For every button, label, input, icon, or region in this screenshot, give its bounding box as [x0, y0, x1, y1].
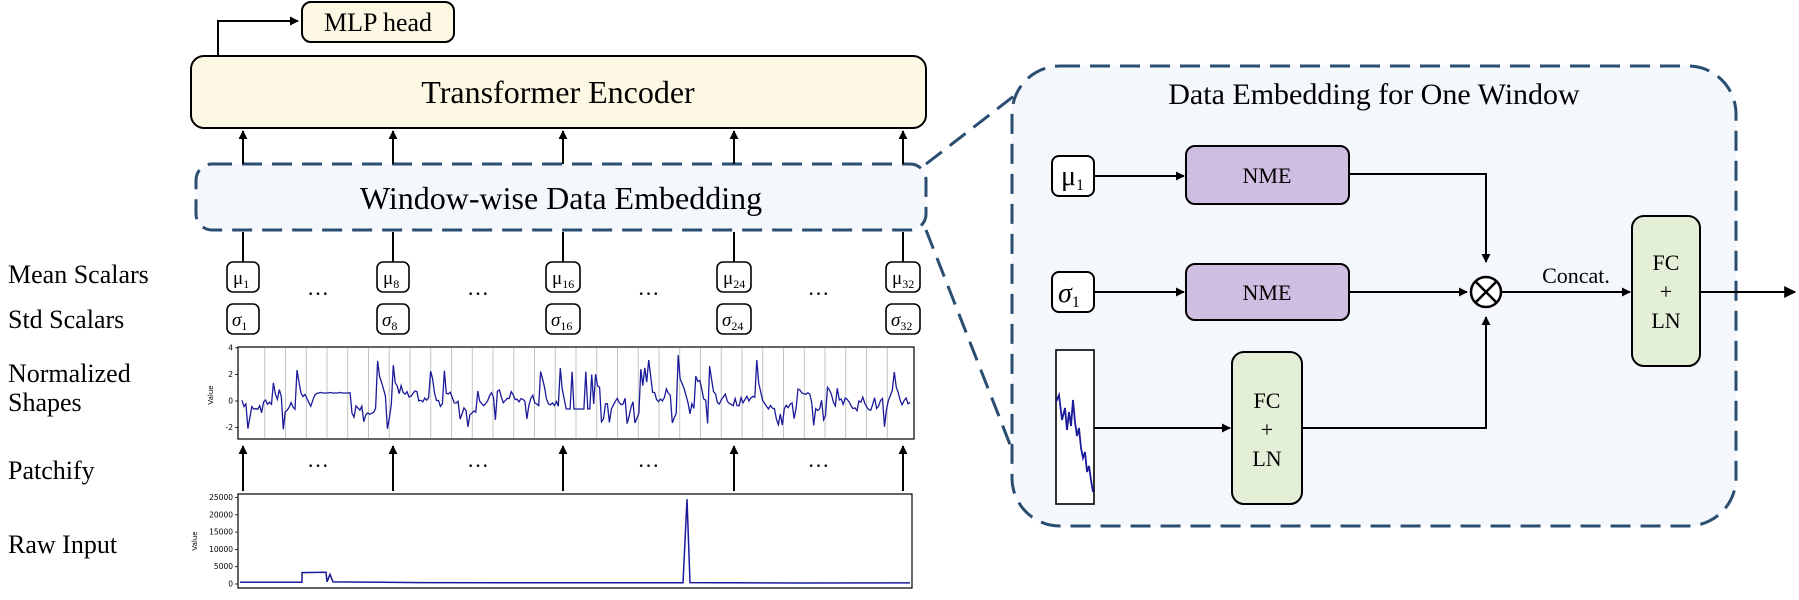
raw-ytick-label: 10000: [209, 545, 233, 554]
fc-ln-shape-plus: +: [1261, 417, 1273, 442]
mean-scalar-box: [885, 261, 921, 293]
fc-ln-final-ln: LN: [1651, 308, 1680, 333]
ellipsis: ···: [467, 453, 489, 478]
shapes-ytick-label: -2: [226, 423, 234, 432]
std-scalar-symbol: σ1: [232, 310, 247, 333]
normalized-shapes-label-2: Shapes: [8, 388, 82, 417]
concat-label: Concat.: [1542, 263, 1610, 288]
std-scalar-symbol: σ24: [722, 310, 743, 333]
window-embedding-label: Window-wise Data Embedding: [360, 180, 762, 216]
mean-scalar-symbol: μ32: [892, 268, 914, 291]
ellipsis: ···: [808, 453, 830, 478]
raw-input-label: Raw Input: [8, 530, 118, 559]
mean-scalar-box: [226, 261, 260, 293]
nme-mean-to-otimes-arrow: [1349, 173, 1491, 263]
mean-scalar-symbol: μ16: [552, 268, 574, 291]
window-embedding-box: [194, 162, 928, 232]
transformer-encoder-box: [190, 55, 927, 129]
concat-operator-icon: [1469, 275, 1503, 309]
raw-ytick-label: 15000: [209, 528, 233, 537]
nme-label-std: NME: [1243, 280, 1292, 305]
raw-ytick-label: 25000: [209, 493, 233, 502]
one-window-title: Data Embedding for One Window: [1168, 78, 1580, 111]
mean-scalar-box: [716, 261, 752, 293]
raw-plot-frame: [237, 493, 913, 589]
normalized-shapes-series: [241, 354, 911, 430]
token-columns: μ1 σ1 μ8 σ8 μ16 σ16 μ24 σ24 μ32 σ32 ··· ··· ··· ··· ··…: [226, 130, 921, 491]
ellipsis: ···: [307, 281, 329, 306]
raw-ytick-label: 0: [228, 580, 233, 589]
fc-ln-final-fc: FC: [1653, 250, 1680, 275]
shapes-window-dividers: [264, 348, 888, 438]
mean-scalar-symbol: μ24: [723, 268, 745, 291]
ellipsis: ···: [307, 453, 329, 478]
std-scalar-box: [885, 303, 921, 335]
shapes-ytick-label: 2: [228, 370, 233, 379]
mean-scalar-symbol: μ8: [383, 268, 399, 291]
normalized-shapes-label-1: Normalized: [8, 359, 131, 388]
fc-ln-shape-ln: LN: [1252, 446, 1281, 471]
mlp-head-label: MLP head: [324, 8, 432, 37]
patchify-label: Patchify: [8, 456, 95, 485]
raw-ytick-label: 5000: [214, 562, 233, 571]
mu1-symbol: μ1: [1061, 161, 1084, 194]
zoom-line-bottom: [924, 229, 1022, 471]
ellipsis: ···: [638, 453, 660, 478]
std-scalar-box: [545, 303, 581, 335]
normalized-shapes-plot: 4 2 0 -2 Value: [207, 343, 915, 440]
fc-ln-final-plus: +: [1660, 279, 1672, 304]
raw-input-series: [239, 499, 911, 584]
shapes-ytick-label: 4: [228, 343, 233, 352]
ellipsis: ···: [467, 281, 489, 306]
raw-ylabel: Value: [191, 531, 199, 550]
std-scalar-symbol: σ32: [891, 310, 912, 333]
std-scalar-symbol: σ8: [382, 310, 397, 333]
mean-scalars-label: Mean Scalars: [8, 260, 149, 289]
mean-scalar-box: [376, 261, 410, 293]
std-scalar-box: [226, 303, 260, 335]
mean-scalar-symbol: μ1: [233, 268, 249, 291]
transformer-encoder-label: Transformer Encoder: [421, 74, 695, 110]
raw-y-ticks: 25000 20000 15000 10000 5000 0: [209, 493, 238, 589]
one-window-panel: [1010, 64, 1738, 528]
std-scalar-symbol: σ16: [551, 310, 572, 333]
shapes-ylabel: Value: [207, 385, 215, 404]
fc-to-otimes-arrow: [1302, 316, 1491, 429]
std-scalar-box: [716, 303, 752, 335]
raw-input-plot: 25000 20000 15000 10000 5000 0 Value: [191, 493, 913, 589]
std-scalars-label: Std Scalars: [8, 305, 124, 334]
shapes-y-ticks: 4 2 0 -2: [226, 343, 238, 432]
raw-ytick-label: 20000: [209, 510, 233, 519]
ellipsis: ···: [808, 281, 830, 306]
mean-scalar-box: [545, 261, 581, 293]
window-shape-series: [1055, 391, 1094, 493]
fc-ln-shape-fc: FC: [1254, 388, 1281, 413]
shapes-ytick-label: 0: [228, 397, 233, 406]
ellipsis: ···: [638, 281, 660, 306]
sigma1-symbol: σ1: [1058, 278, 1080, 311]
encoder-to-mlp-arrow: [217, 16, 299, 56]
mlp-head-box: [301, 1, 455, 43]
nme-label-mean: NME: [1243, 163, 1292, 188]
std-scalar-box: [376, 303, 410, 335]
